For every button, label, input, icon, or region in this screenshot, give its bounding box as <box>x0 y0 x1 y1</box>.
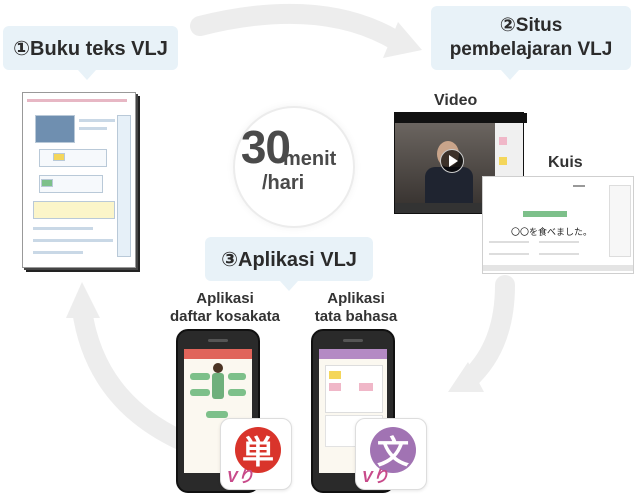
vocab-word-pill <box>190 389 210 396</box>
video-controls[interactable] <box>395 203 523 213</box>
character-head-icon <box>213 363 223 373</box>
textbook-label-text: ①Buku teks VLJ <box>13 37 168 60</box>
textbook-dialog <box>39 175 103 193</box>
grammar-highlight <box>329 383 341 391</box>
textbook-photo <box>35 115 75 143</box>
arrow-top <box>190 3 405 50</box>
textbook-line <box>33 227 93 230</box>
center-minutes-unit: menit <box>283 148 337 170</box>
arrow-left-head <box>66 282 100 318</box>
quiz-line <box>489 241 529 243</box>
center-minutes-number: 30 <box>240 121 291 173</box>
bubble-tail <box>78 70 96 80</box>
arrow-left <box>72 300 190 450</box>
phone-speaker <box>343 339 363 342</box>
textbook-label: ①Buku teks VLJ <box>3 26 178 80</box>
arrow-right <box>460 275 515 388</box>
grammar-icon-tag: Vり <box>362 469 389 486</box>
quiz-footer <box>483 265 633 271</box>
vocab-word-pill <box>190 373 210 380</box>
vocab-kanji: 単 <box>235 427 281 473</box>
center-circle <box>233 106 355 228</box>
quiz-answer-bar <box>523 211 567 217</box>
vocab-icon-tag: Vり <box>227 469 254 486</box>
quiz-table <box>609 185 631 257</box>
vocab-word-pill <box>228 373 246 380</box>
vocab-app-screen <box>184 349 252 473</box>
textbook-image <box>22 92 136 268</box>
grammar-kanji: 文 <box>370 427 416 473</box>
quiz-line <box>539 253 579 255</box>
app-label-text: ③Aplikasi VLJ <box>221 248 357 271</box>
character-body-icon <box>212 373 224 399</box>
textbook-dialog <box>39 149 107 167</box>
quiz-line <box>573 185 585 187</box>
video-side-marker <box>499 137 507 145</box>
bubble-tail <box>501 70 519 80</box>
grammar-highlight <box>359 383 373 391</box>
textbook-sidebar <box>117 115 131 257</box>
quiz-line <box>489 253 529 255</box>
vocab-app-label-line2: daftar kosakata <box>169 308 281 325</box>
center-per-day: /hari <box>262 172 305 194</box>
vocab-app-label: Aplikasi daftar kosakata <box>150 290 300 326</box>
grammar-app-label-line2: tata bahasa <box>314 308 398 325</box>
video-person-body <box>425 167 473 207</box>
vocab-app-bar <box>184 349 252 359</box>
grammar-app-bar <box>319 349 387 359</box>
textbook-line <box>79 119 115 122</box>
learning-site-label-line2: pembelajaran VLJ <box>449 39 613 60</box>
quiz-line <box>539 241 579 243</box>
textbook-header <box>27 99 127 102</box>
textbook-line <box>79 127 107 130</box>
quiz-question: 〇〇を食べました。 <box>511 227 593 237</box>
bubble-tail <box>280 281 298 291</box>
textbook-note <box>33 201 115 219</box>
grammar-app-label: Aplikasi tata bahasa <box>296 290 416 326</box>
arrow-right-head <box>448 362 484 392</box>
app-label: ③Aplikasi VLJ <box>205 237 373 291</box>
play-icon[interactable] <box>440 149 464 173</box>
grammar-highlight <box>329 371 341 379</box>
phone-speaker <box>208 339 228 342</box>
vocab-word-pill <box>206 411 228 418</box>
textbook-line <box>33 239 113 242</box>
quiz-label: Kuis <box>548 154 583 171</box>
textbook-highlight <box>41 179 53 187</box>
learning-site-label-line1: ②Situs <box>499 15 563 36</box>
vocab-app-label-line1: Aplikasi <box>196 290 254 307</box>
learning-site-label: ②Situs pembelajaran VLJ <box>431 6 631 80</box>
video-label: Video <box>434 92 478 109</box>
video-title-bar <box>395 113 527 123</box>
quiz-panel: 〇〇を食べました。 <box>482 176 634 274</box>
vocab-app-icon[interactable]: 単 Vり <box>220 418 292 490</box>
vocab-word-pill <box>228 389 246 396</box>
textbook-line <box>33 251 83 254</box>
textbook-highlight <box>53 153 65 161</box>
video-side-marker <box>499 157 507 165</box>
arrow-top-head <box>383 22 422 58</box>
grammar-app-icon[interactable]: 文 Vり <box>355 418 427 490</box>
grammar-app-label-line1: Aplikasi <box>327 290 385 307</box>
